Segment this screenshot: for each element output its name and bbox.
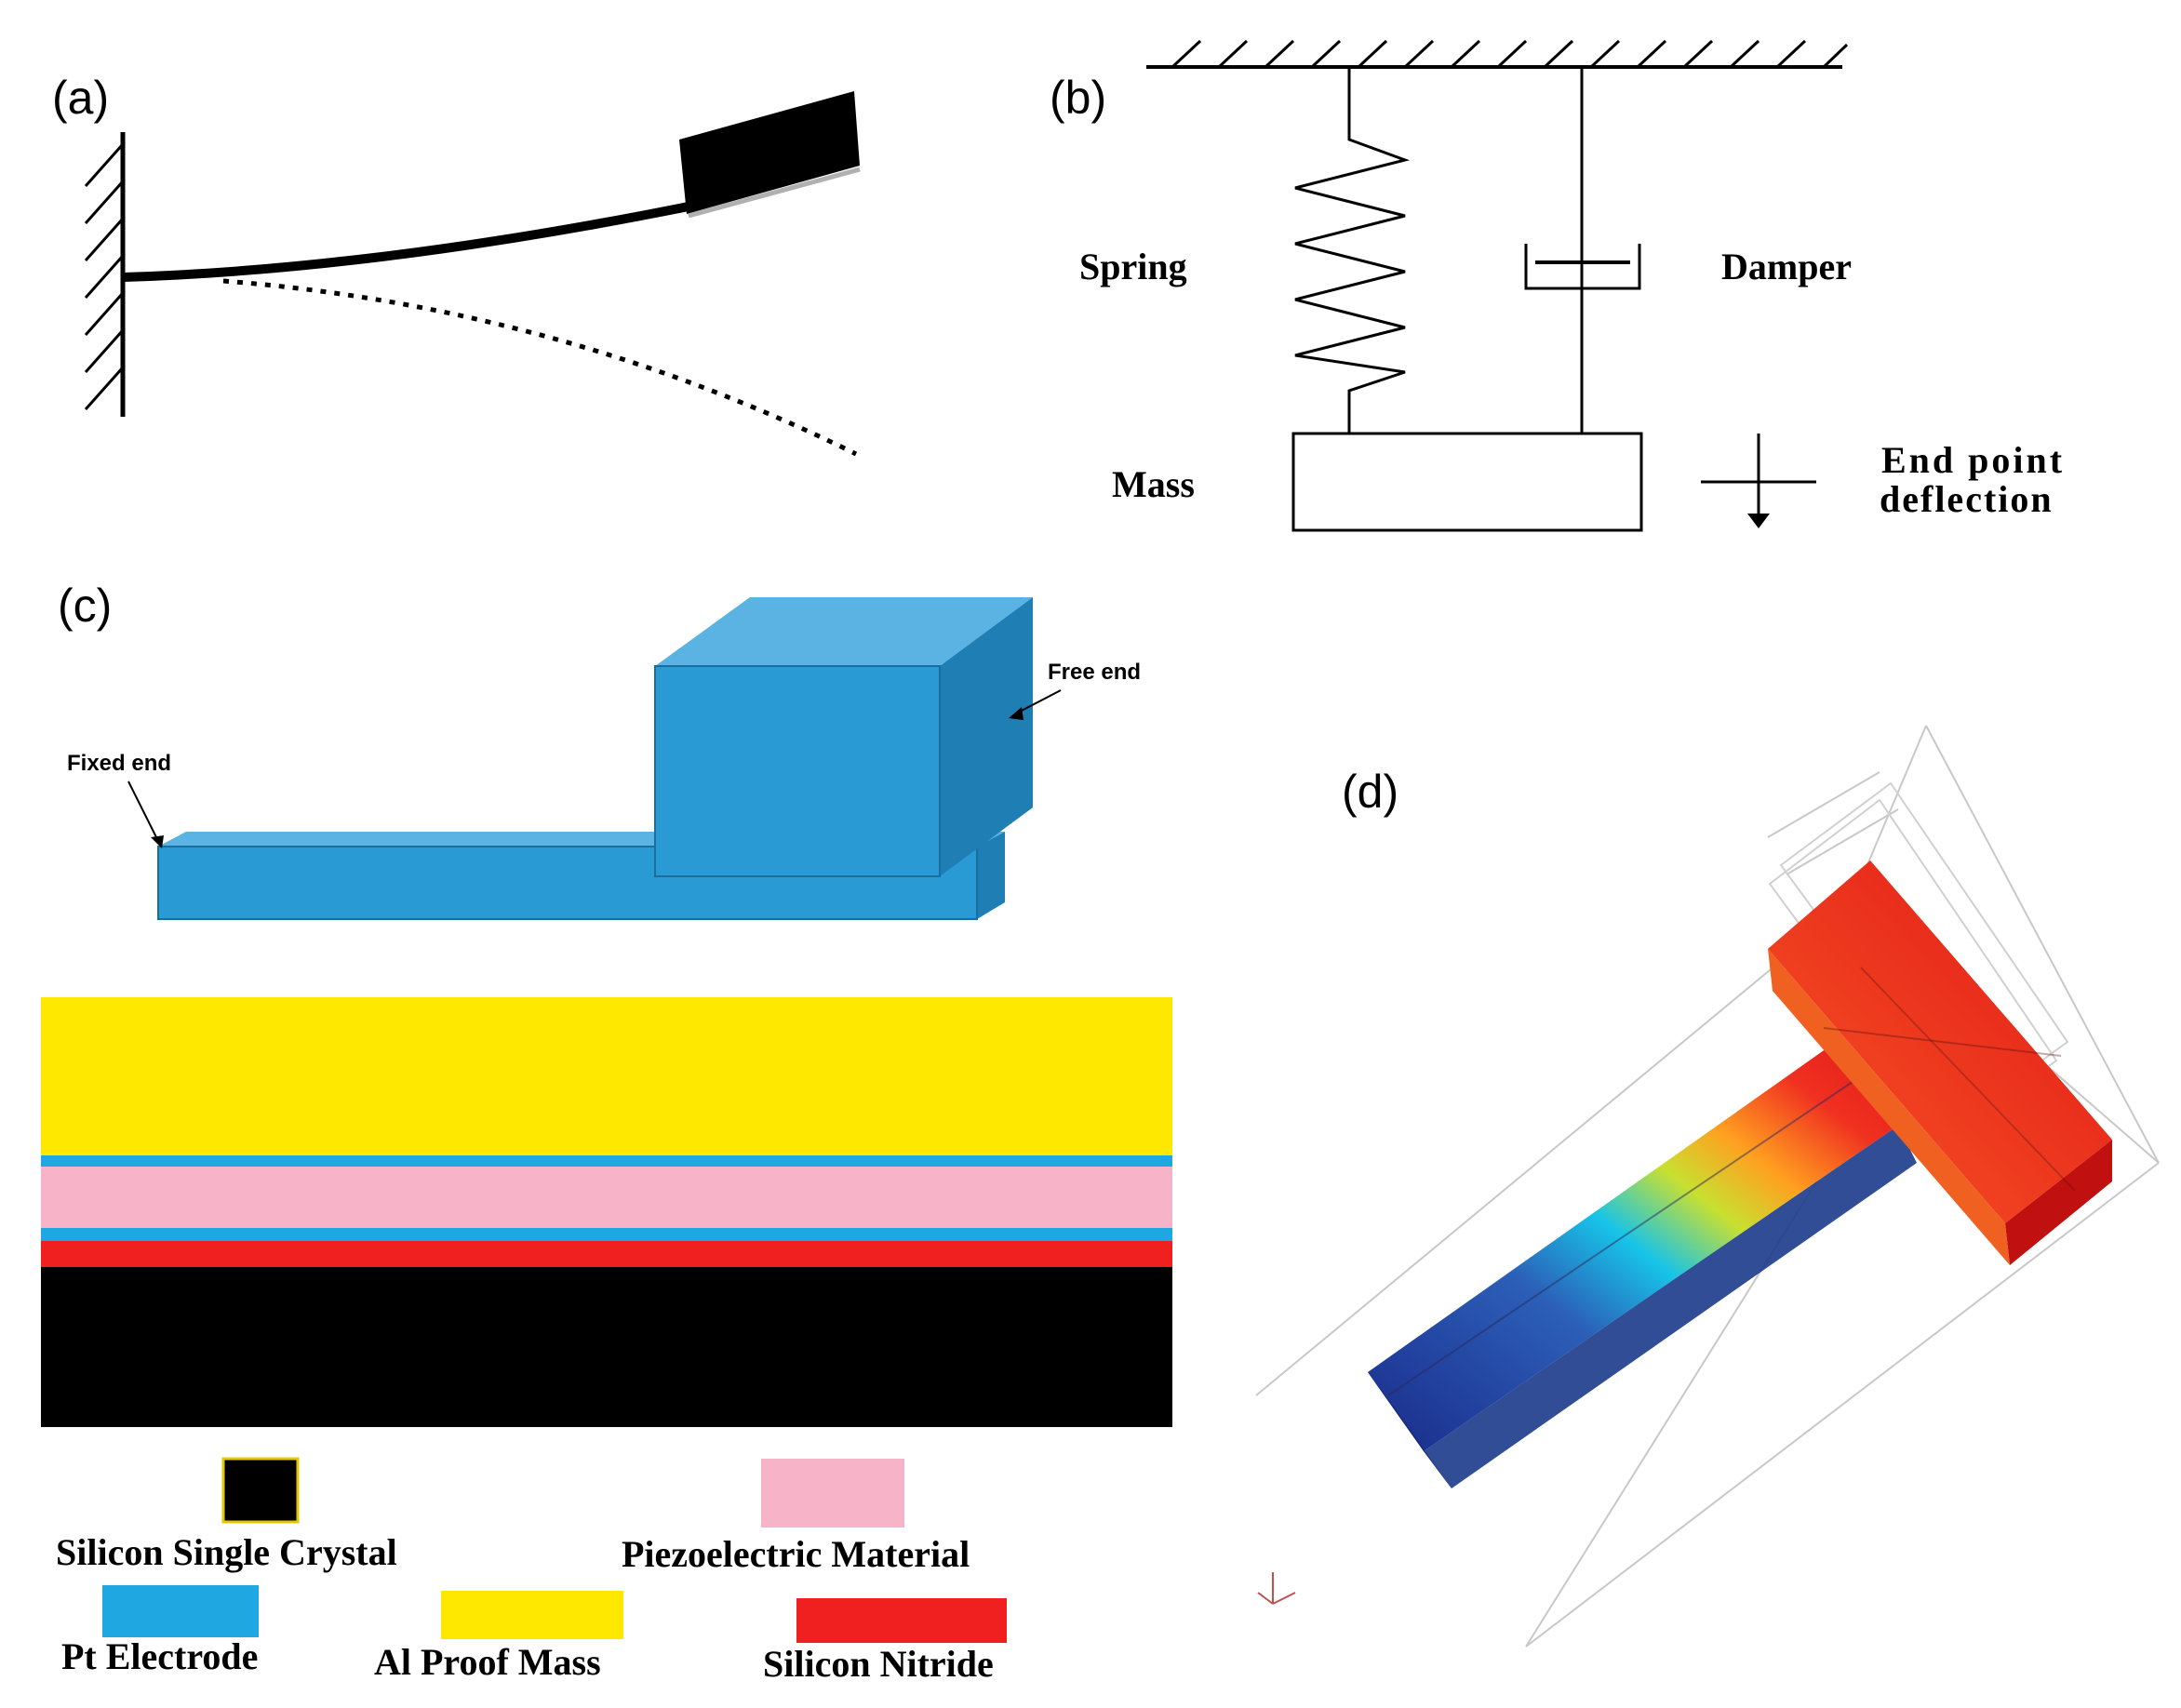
layer-stack (41, 997, 1172, 1427)
damper (1524, 244, 1641, 290)
ceiling-hatch-b (1171, 39, 1849, 69)
beam-side (977, 832, 1005, 919)
mass-label: Mass (1112, 463, 1195, 505)
damper-label: Damper (1721, 246, 1852, 287)
legend-swatch-al (441, 1591, 623, 1639)
panel-d: (d) (1255, 725, 2160, 1648)
layer-silicon-nitride (41, 1241, 1172, 1267)
mass-block (1291, 432, 1643, 532)
fixed-end-label: Fixed end (67, 751, 171, 776)
panel-b: (b) Spring Damper Mass (1050, 39, 2065, 532)
legend-label-piezo: Piezoelectric Material (622, 1533, 970, 1575)
legend-swatch-piezo (761, 1459, 904, 1528)
proof-mass-top (655, 597, 1033, 666)
spring-label: Spring (1079, 246, 1187, 287)
deflection-arrow (1701, 434, 1816, 517)
legend-label-silicon: Silicon Single Crystal (56, 1531, 397, 1573)
sim-mass-left (1768, 949, 2010, 1265)
free-end-label: Free end (1048, 660, 1141, 685)
tip-mass-a (679, 91, 860, 214)
layer-al-proof-mass (41, 997, 1172, 1155)
fixed-end-arrow-icon (151, 835, 164, 848)
panel-d-label: (d) (1342, 766, 1398, 818)
legend-label-pt: Pt Electrode (61, 1635, 258, 1677)
bent-beam (122, 202, 689, 282)
legend: Silicon Single Crystal Piezoelectric Mat… (56, 1457, 1007, 1685)
legend-label-al: Al Proof Mass (374, 1641, 601, 1683)
panel-c: (c) Fixed end Free end Silicon Single Cr… (41, 580, 1172, 1685)
sim-beam-top (1368, 1037, 1898, 1451)
sim-beam-front (1424, 1126, 1917, 1488)
spring (1294, 67, 1411, 434)
deflection-label-2: deflection (1880, 478, 2054, 520)
layer-pt-electrode-top (41, 1155, 1172, 1167)
panel-b-label: (b) (1050, 72, 1106, 124)
panel-c-label: (c) (58, 580, 112, 632)
layer-silicon-single-crystal (41, 1267, 1172, 1427)
deflected-beam-path (222, 278, 858, 457)
legend-swatch-pt (102, 1585, 259, 1637)
panel-a: (a) (52, 72, 861, 457)
legend-label-nitride: Silicon Nitride (763, 1643, 994, 1685)
axis-triad-icon (1257, 1572, 1296, 1605)
arrow-head-icon (1747, 514, 1770, 528)
layer-piezoelectric (41, 1167, 1172, 1228)
deflection-label-1: End point (1881, 439, 2065, 481)
sim-mass-front (2005, 1140, 2112, 1265)
free-end-arrow-icon (1009, 707, 1024, 720)
wall-hatch-a (84, 143, 125, 410)
legend-swatch-silicon (221, 1457, 300, 1524)
proof-mass-front (654, 665, 941, 877)
proof-mass-side (940, 597, 1033, 876)
panel-a-label: (a) (52, 72, 109, 124)
sim-mass-top (1768, 861, 2112, 1223)
legend-swatch-nitride (796, 1598, 1007, 1643)
layer-pt-electrode-bottom (41, 1228, 1172, 1241)
